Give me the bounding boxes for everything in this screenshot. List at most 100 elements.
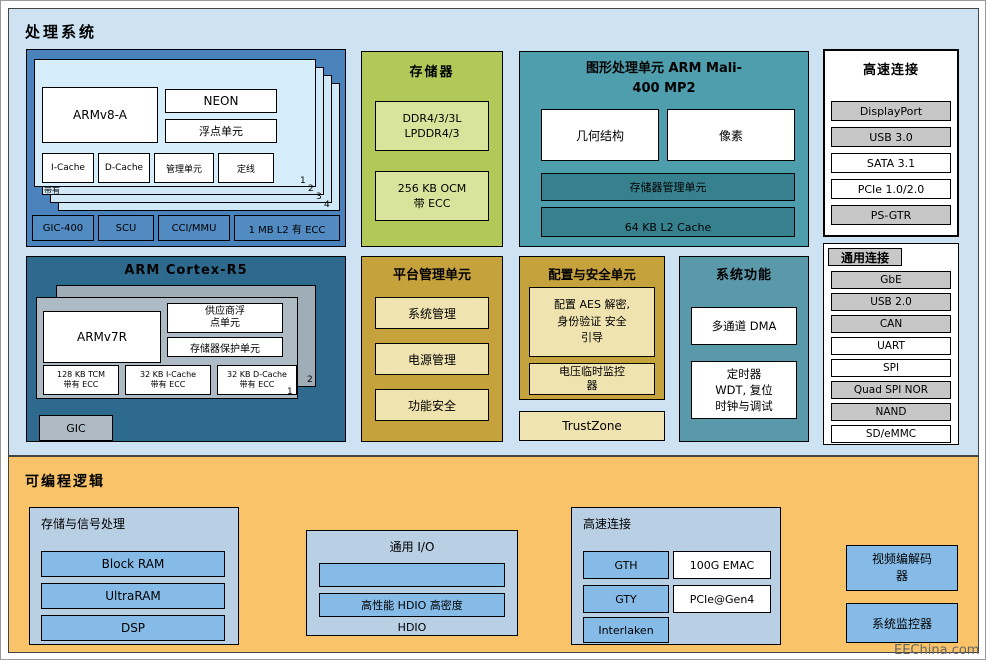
a53-core-number-4: 4 [324, 200, 330, 210]
pmu-system-label: 系统管理 [407, 306, 456, 321]
interlaken-label: Interlaken [598, 623, 654, 637]
blockram-label: Block RAM [101, 557, 165, 571]
gpu-pixel-box: 像素 [667, 109, 795, 161]
a53-l2-label: 1 MB L2 有 ECC [248, 224, 326, 236]
pl-highspeed-title: 高速连接 [583, 517, 632, 531]
a53-units-caption: 带有 [44, 186, 60, 195]
pmu-power-label: 电源管理 [407, 352, 456, 367]
a53-dcache-label: D-Cache [104, 163, 144, 173]
csu-config-line2: 身份验证 安全 [557, 314, 627, 328]
general-item-nand: NAND [831, 403, 951, 421]
a53-gic400-label: GIC-400 [42, 222, 84, 234]
csu-config-box: 配置 AES 解密, 身份验证 安全 引导 [529, 287, 655, 357]
r5-title: ARM Cortex-R5 [124, 263, 248, 278]
pl-io-bar-label: 高性能 HDIO 高密度 [361, 599, 463, 612]
pcie-label: PCIe 1.0/2.0 [857, 182, 925, 196]
general-item-gbe: GbE [831, 271, 951, 289]
general-conn-title-band: 通用连接 [828, 248, 902, 266]
a53-core-number-2: 2 [308, 184, 314, 194]
qspi-label: Quad SPI NOR [853, 384, 929, 396]
a53-scu-box: SCU [98, 215, 154, 241]
csu-config-line1: 配置 AES 解密, [554, 298, 630, 312]
sysfunc-timer-box: 定时器 WDT, 复位 时钟与调试 [691, 361, 797, 419]
sysfunc-dma-label: 多通道 DMA [711, 319, 777, 333]
r5-fpu-line1: 供应商浮 [205, 306, 245, 317]
can-label: CAN [879, 318, 903, 330]
sysfunc-dma-box: 多通道 DMA [691, 307, 797, 345]
emac-label: 100G EMAC [689, 558, 755, 572]
r5-icache-box: 32 KB I-Cache 带有 ECC [125, 365, 211, 395]
a53-trace-label: 定线 [236, 164, 255, 175]
r5-icache-label: 32 KB I-Cache [139, 369, 197, 379]
gpu-title-line1: 图形处理单元 ARM Mali- [585, 61, 743, 76]
pl-emac-box: 100G EMAC [673, 551, 771, 579]
displayport-label: DisplayPort [859, 104, 923, 118]
a53-cpu-label: ARMv8-A [73, 108, 127, 122]
video-codec-line2: 器 [895, 569, 908, 583]
r5-dcache-label: 32 KB D-Cache [227, 369, 287, 379]
r5-mpu-box: 存储器保护单元 [167, 337, 283, 357]
ps-section-title: 处理系统 [25, 23, 98, 41]
a53-fpu-label: 浮点单元 [199, 125, 243, 138]
memory-title: 存储器 [409, 65, 455, 80]
r5-mpu-label: 存储器保护单元 [190, 343, 260, 355]
r5-cpu-label: ARMv7R [77, 330, 127, 344]
a53-cpu-box: ARMv8-A [42, 87, 158, 143]
ps-highspeed-item-usb3: USB 3.0 [831, 127, 951, 147]
r5-fpu-line2: 点单元 [210, 318, 240, 329]
r5-dcache-box: 32 KB D-Cache 带有 ECC [217, 365, 297, 395]
pl-video-codec-box: 视频编解码 器 [846, 545, 958, 591]
gbe-label: GbE [880, 274, 902, 286]
pl-io-bar-top [319, 563, 505, 587]
pl-io-bar-bottom: 高性能 HDIO 高密度 [319, 593, 505, 617]
memory-ocm-box: 256 KB OCM 带 ECC [375, 171, 489, 221]
sysfunc-timer-line1: 定时器 [726, 366, 762, 381]
ps-highspeed-item-sata: SATA 3.1 [831, 153, 951, 173]
csu-voltage-line1: 电压临时监控 [559, 364, 625, 378]
a53-icache-box: I-Cache [42, 153, 94, 183]
uart-label: UART [877, 340, 905, 352]
a53-scu-label: SCU [115, 222, 137, 234]
pcie-gen4-label: PCIe@Gen4 [689, 592, 755, 606]
general-item-usb2: USB 2.0 [831, 293, 951, 311]
pl-ultraram-bar: UltraRAM [41, 583, 225, 609]
r5-icache-caption: 带有 ECC [150, 380, 186, 389]
memory-ocm-line1: 256 KB OCM [397, 181, 467, 195]
usb3-label: USB 3.0 [869, 130, 913, 144]
pl-blockram-bar: Block RAM [41, 551, 225, 577]
gpu-mmu-box: 存储器管理单元 [541, 173, 795, 201]
trustzone-box: TrustZone [519, 411, 665, 441]
a53-core-number-1: 1 [300, 176, 306, 186]
memory-ddr-line1: DDR4/3/3L [402, 111, 462, 125]
pl-io-caption: HDIO [397, 621, 427, 634]
sysfunc-title: 系统功能 [715, 268, 772, 283]
pl-pcie-gen4-box: PCIe@Gen4 [673, 585, 771, 613]
gpu-mmu-label: 存储器管理单元 [629, 181, 707, 194]
pmu-item-safety: 功能安全 [375, 389, 489, 421]
gpu-title-line2: 400 MP2 [632, 80, 696, 96]
psgtr-label: PS-GTR [870, 208, 912, 222]
gth-label: GTH [614, 558, 638, 572]
ps-highspeed-title: 高速连接 [862, 63, 919, 78]
csu-config-line3: 引导 [581, 331, 603, 345]
a53-cci-label: CCI/MMU [171, 222, 217, 234]
ps-highspeed-item-pcie: PCIe 1.0/2.0 [831, 179, 951, 199]
gpu-title: 图形处理单元 ARM Mali- 400 MP2 [519, 59, 809, 98]
pl-interlaken-bar: Interlaken [583, 617, 669, 643]
general-conn-title: 通用连接 [840, 250, 889, 265]
pmu-title: 平台管理单元 [392, 268, 471, 283]
sysmon-label: 系统监控器 [871, 616, 932, 631]
pl-io-title: 通用 I/O [389, 540, 435, 554]
general-item-uart: UART [831, 337, 951, 355]
ps-highspeed-item-psgtr: PS-GTR [831, 205, 951, 225]
a53-dcache-box: D-Cache [98, 153, 150, 183]
gpu-l2-label: 64 KB L2 Cache [624, 221, 712, 234]
csu-voltage-box: 电压临时监控 器 [529, 363, 655, 395]
usb2-label: USB 2.0 [870, 296, 912, 308]
r5-gic-label: GIC [66, 421, 86, 435]
csu-voltage-line2: 器 [586, 379, 598, 392]
memory-ddr-line2: LPDDR4/3 [404, 127, 460, 140]
nand-label: NAND [875, 406, 907, 418]
a53-trace-box: 定线 [218, 153, 274, 183]
a53-mmu-label: 管理单元 [165, 164, 202, 175]
